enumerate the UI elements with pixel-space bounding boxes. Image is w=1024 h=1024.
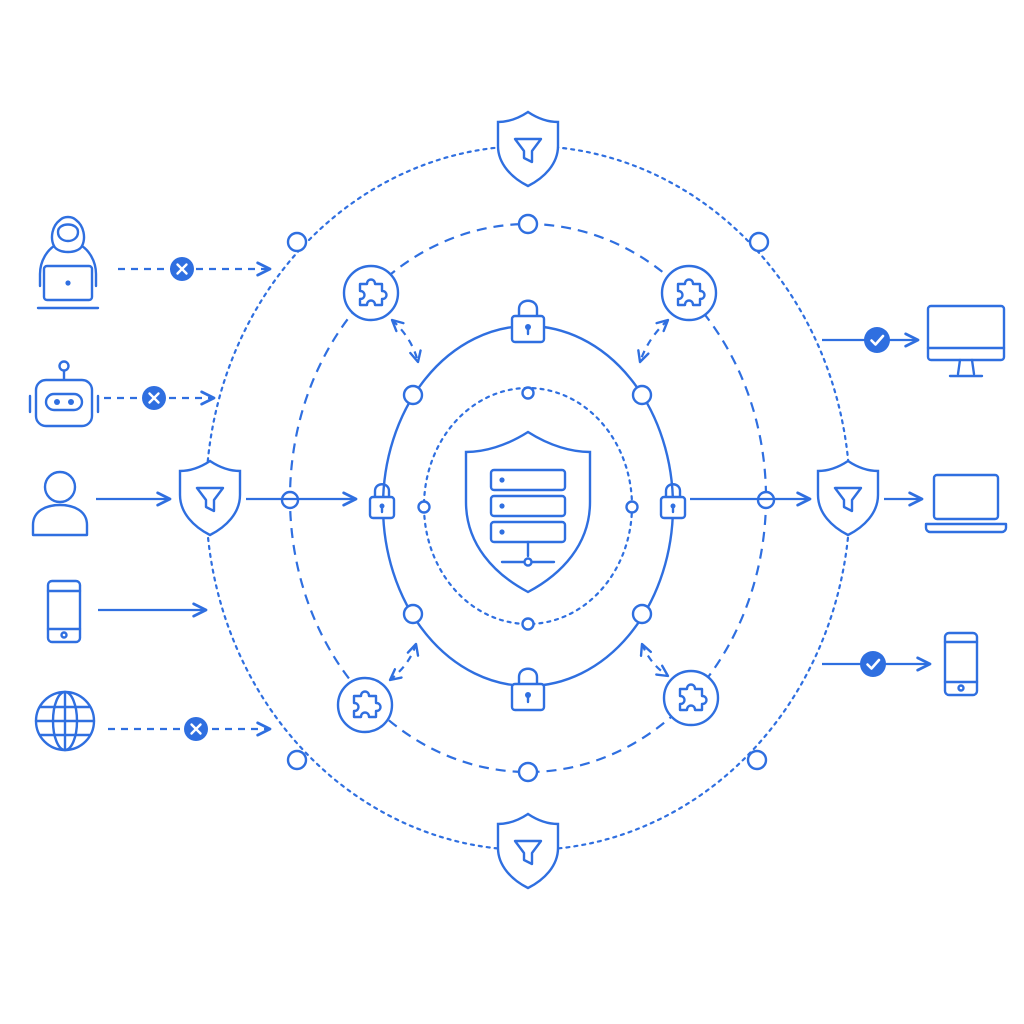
puzzle-link-arrows bbox=[388, 318, 670, 682]
check-circle-icon bbox=[864, 327, 890, 353]
hacker-laptop-icon bbox=[36, 215, 100, 310]
desktop-monitor-icon bbox=[926, 304, 1006, 378]
shield-filter-icon bbox=[178, 459, 242, 537]
laptop-icon bbox=[924, 473, 1008, 534]
shield-filter-icon bbox=[496, 110, 560, 188]
ring-nodes bbox=[280, 213, 776, 783]
x-circle-icon bbox=[142, 386, 166, 410]
shield-filter-icon bbox=[816, 459, 880, 537]
destination-connectors bbox=[690, 332, 932, 672]
robot-icon bbox=[28, 360, 100, 428]
lock-icon bbox=[659, 483, 687, 520]
puzzle-icon bbox=[336, 676, 394, 734]
puzzle-icon bbox=[662, 669, 720, 727]
globe-icon bbox=[34, 690, 96, 752]
mobile-phone-icon bbox=[46, 579, 82, 644]
lock-icon bbox=[368, 483, 396, 520]
x-circle-icon bbox=[184, 717, 208, 741]
x-circle-icon bbox=[170, 257, 194, 281]
check-circle-icon bbox=[860, 651, 886, 677]
puzzle-icon bbox=[660, 264, 718, 322]
server-shield-icon bbox=[464, 430, 592, 594]
shield-filter-icon bbox=[496, 812, 560, 890]
lock-icon bbox=[510, 299, 546, 344]
mobile-phone-icon bbox=[943, 631, 979, 697]
puzzle-icon bbox=[342, 264, 400, 322]
lock-icon bbox=[510, 667, 546, 712]
user-icon bbox=[31, 470, 89, 537]
